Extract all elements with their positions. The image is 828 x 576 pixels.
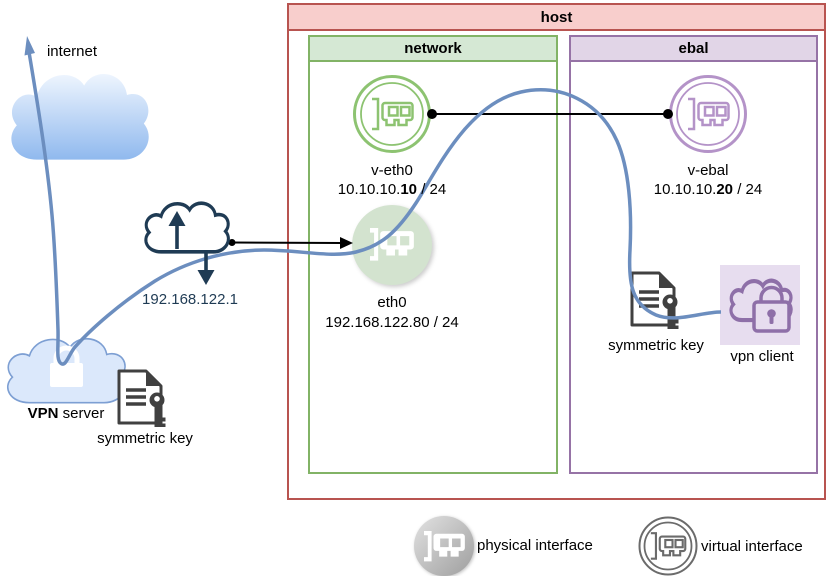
- vpn-client-label: vpn client: [730, 348, 794, 365]
- v-ebal-ip-label: 10.10.10.20 / 24: [653, 181, 763, 198]
- eth0-ip-label: 192.168.122.80 / 24: [325, 314, 459, 331]
- nat-ip-label: 192.168.122.1: [142, 291, 238, 308]
- legend-virtual-interface-icon: [638, 516, 698, 576]
- host-box-title: host: [289, 5, 824, 31]
- vpn-tunnel-flow-line: [24, 36, 722, 366]
- vpn-server-cloud-lock-icon: [6, 337, 127, 404]
- legend-physical-interface-icon: [414, 516, 474, 576]
- vpn-server-label: VPN server: [27, 405, 105, 422]
- nat-to-eth0-link: [228, 237, 353, 249]
- symmetric-key-server-label: symmetric key: [97, 430, 193, 447]
- ebal-box: ebal: [569, 35, 818, 474]
- network-box: network: [308, 35, 558, 474]
- ebal-box-title: ebal: [571, 37, 816, 62]
- v-eth0-name-label: v-eth0: [371, 162, 413, 179]
- network-box-title: network: [310, 37, 556, 62]
- v-eth0-ip-label: 10.10.10.10 / 24: [337, 181, 447, 198]
- internet-label: internet: [46, 43, 98, 60]
- internet-cloud-icon: [11, 74, 149, 160]
- v-ebal-name-label: v-ebal: [687, 162, 729, 179]
- v-ebal-virtual-interface-icon: [669, 75, 747, 153]
- symmetric-key-client-label: symmetric key: [608, 337, 704, 354]
- vpn-client-icon: [720, 265, 800, 345]
- eth0-physical-interface-icon: [352, 205, 432, 285]
- v-eth0-virtual-interface-icon: [353, 75, 431, 153]
- nat-cloud-arrows-icon: [144, 201, 231, 285]
- veth0-to-vebal-link: [427, 109, 673, 119]
- legend-physical-interface-label: physical interface: [477, 537, 593, 554]
- legend-virtual-interface-label: virtual interface: [701, 538, 803, 555]
- symmetric-key-server-icon: [117, 369, 166, 427]
- eth0-name-label: eth0: [377, 294, 407, 311]
- internet-arrowhead-icon: [24, 36, 35, 56]
